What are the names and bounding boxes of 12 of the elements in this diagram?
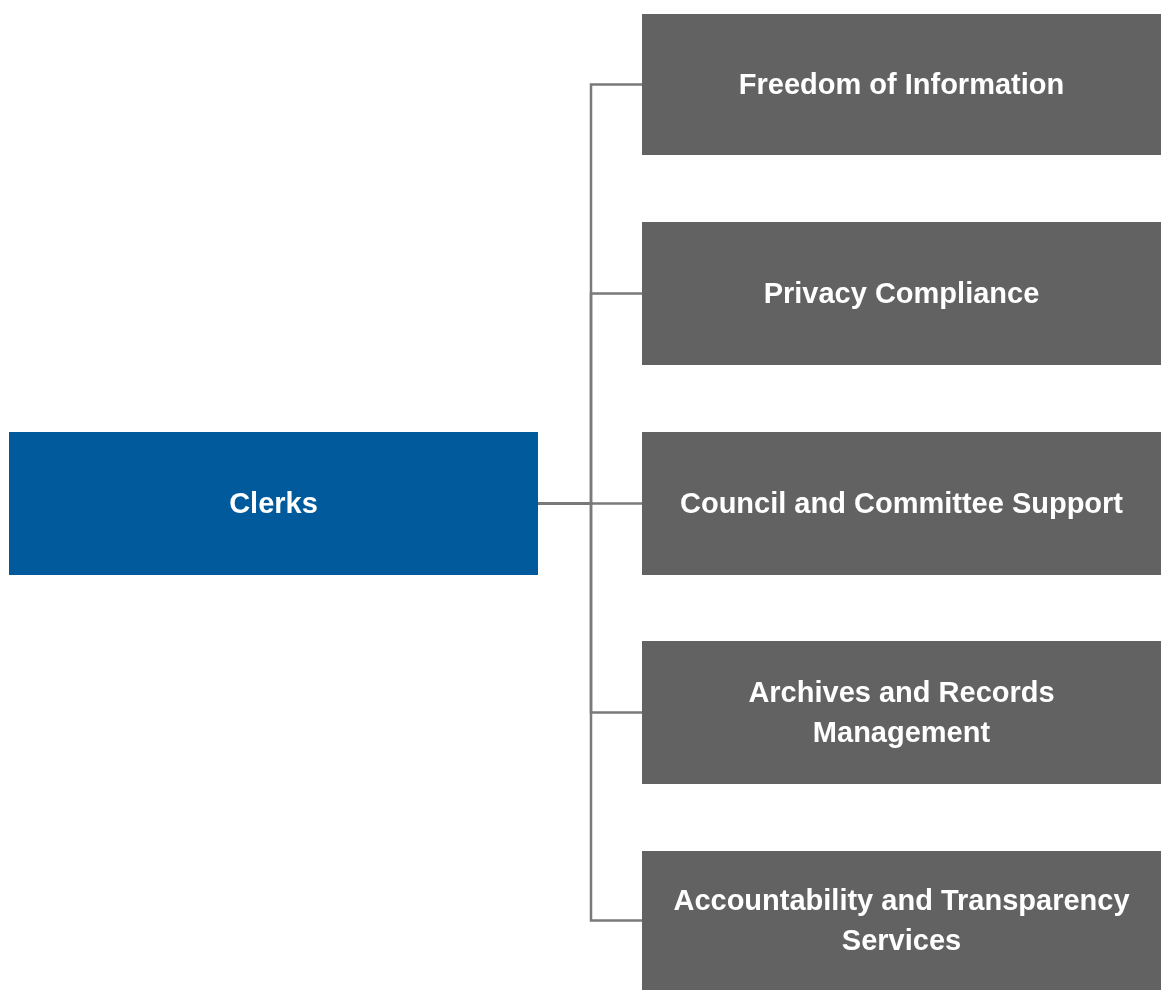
box-label: Clerks (229, 485, 318, 521)
unit-box (642, 641, 1161, 784)
box-label: Freedom of Information (738, 66, 1065, 102)
department-box (9, 432, 538, 575)
box-label: Archives and Records Management (747, 675, 1056, 750)
unit-box (642, 14, 1161, 155)
unit-box (642, 432, 1161, 575)
unit-box (642, 222, 1161, 365)
box-label: Accountability and Transparency Services (672, 883, 1131, 958)
box-label: Council and Committee Support (679, 485, 1124, 521)
unit-box (642, 851, 1161, 990)
box-label: Privacy Compliance (763, 275, 1040, 311)
